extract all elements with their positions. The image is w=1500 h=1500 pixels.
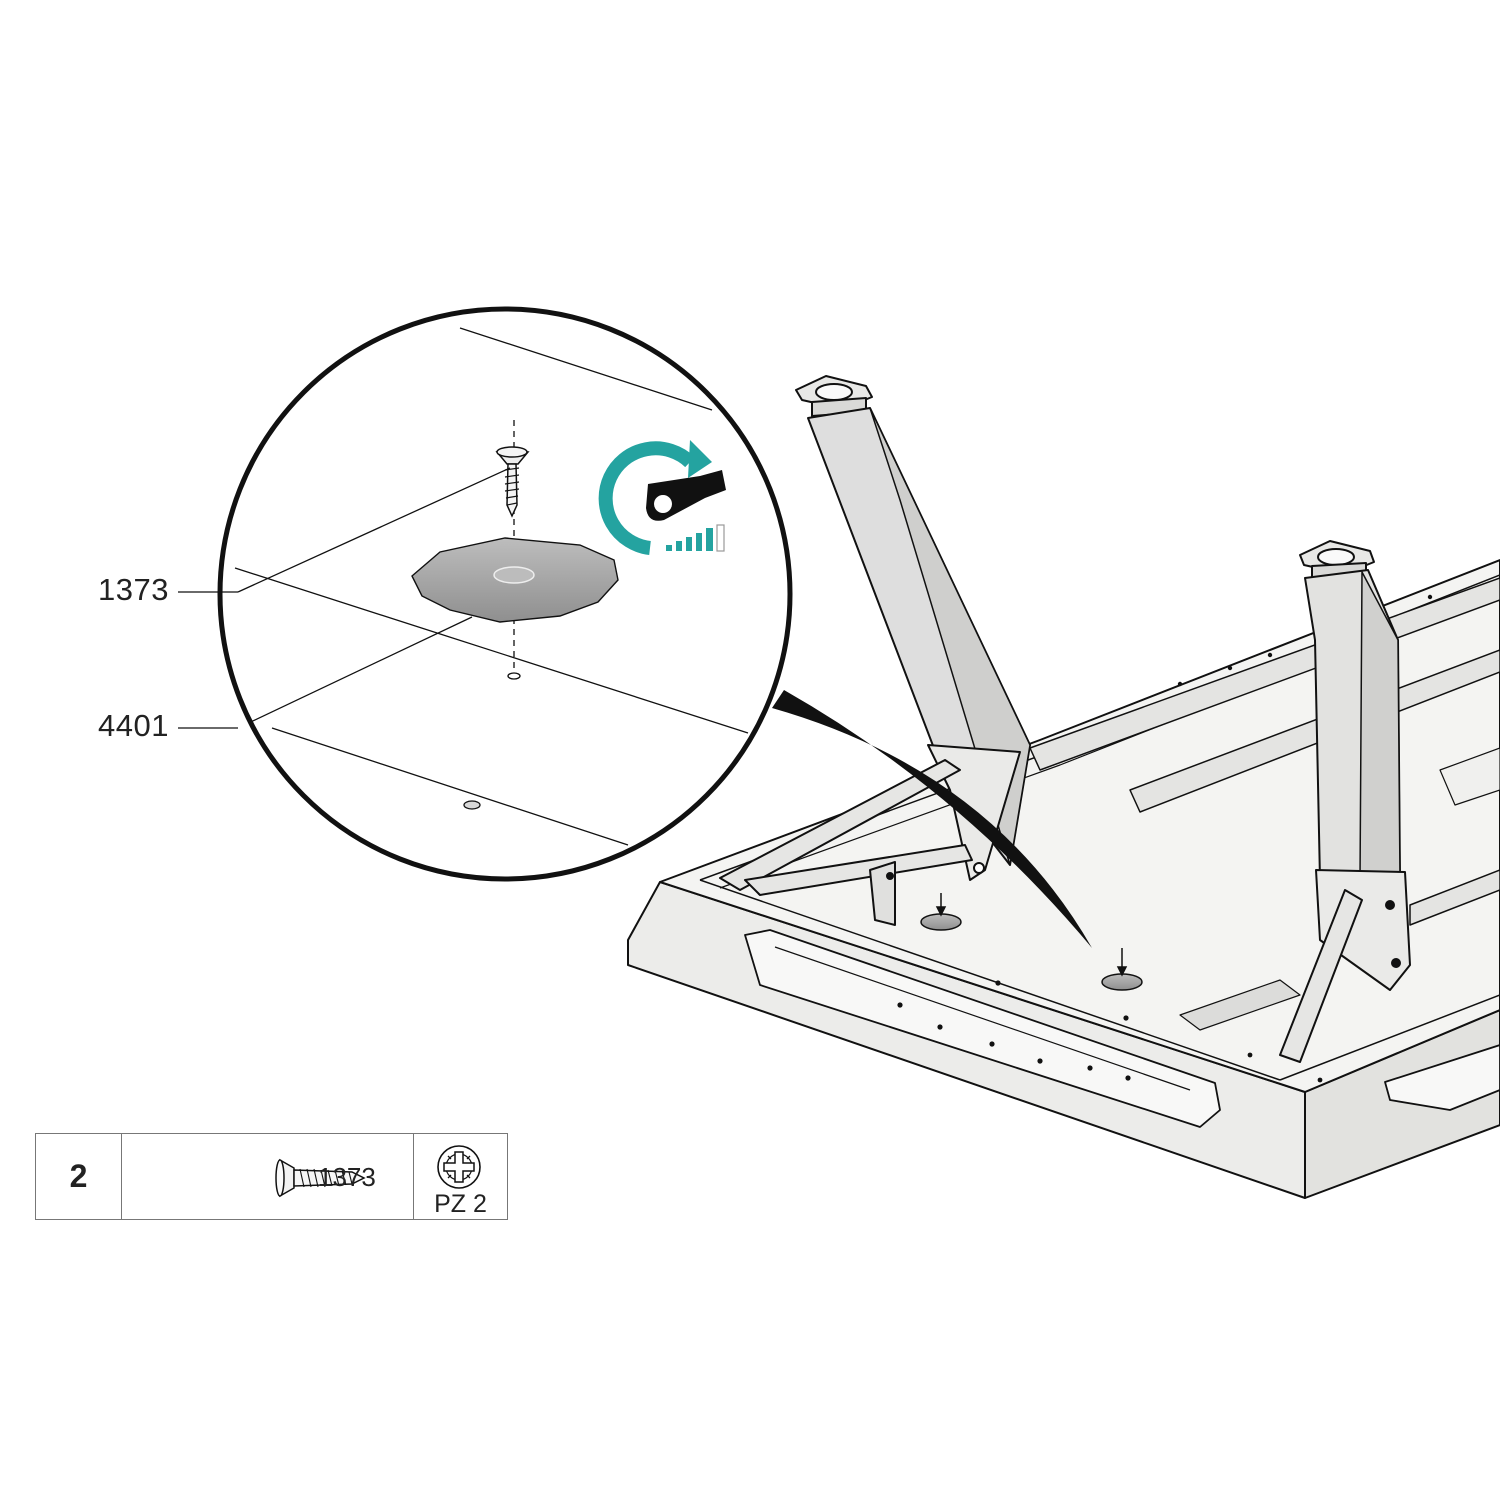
callout-leaders — [178, 591, 238, 729]
leg-bracket-right — [1315, 869, 1411, 991]
tighten-wrench-icon — [598, 440, 726, 555]
leg-brace-right — [1279, 889, 1363, 1063]
right-face-slot — [1384, 1044, 1500, 1111]
callout-screw-number: 1373 — [98, 572, 169, 607]
parts-quantity-cell: 2 — [36, 1134, 122, 1219]
detail-pointer — [772, 690, 1092, 948]
frame-rail-right — [1409, 869, 1500, 926]
parts-item-cell: 1373 — [122, 1134, 414, 1219]
front-face-slot — [744, 929, 1221, 1128]
parts-part-number: 1373 — [318, 1162, 376, 1192]
parts-tool-label: PZ 2 — [434, 1190, 487, 1218]
callout-pad-number: 4401 — [98, 708, 169, 743]
parts-table: 2 1373 PZ 2 — [35, 1133, 508, 1220]
parts-tool-cell: PZ 2 — [414, 1134, 507, 1219]
detail-screw — [495, 446, 530, 518]
installed-pads — [920, 893, 1143, 991]
countersunk-screw-icon — [275, 1158, 366, 1198]
leg-brace-left — [719, 759, 961, 891]
pozidriv-icon — [437, 1145, 481, 1189]
detail-view — [217, 306, 793, 882]
table-leg-left — [719, 375, 1031, 926]
table-leg-right — [1279, 540, 1411, 1063]
parts-quantity: 2 — [69, 1158, 88, 1194]
